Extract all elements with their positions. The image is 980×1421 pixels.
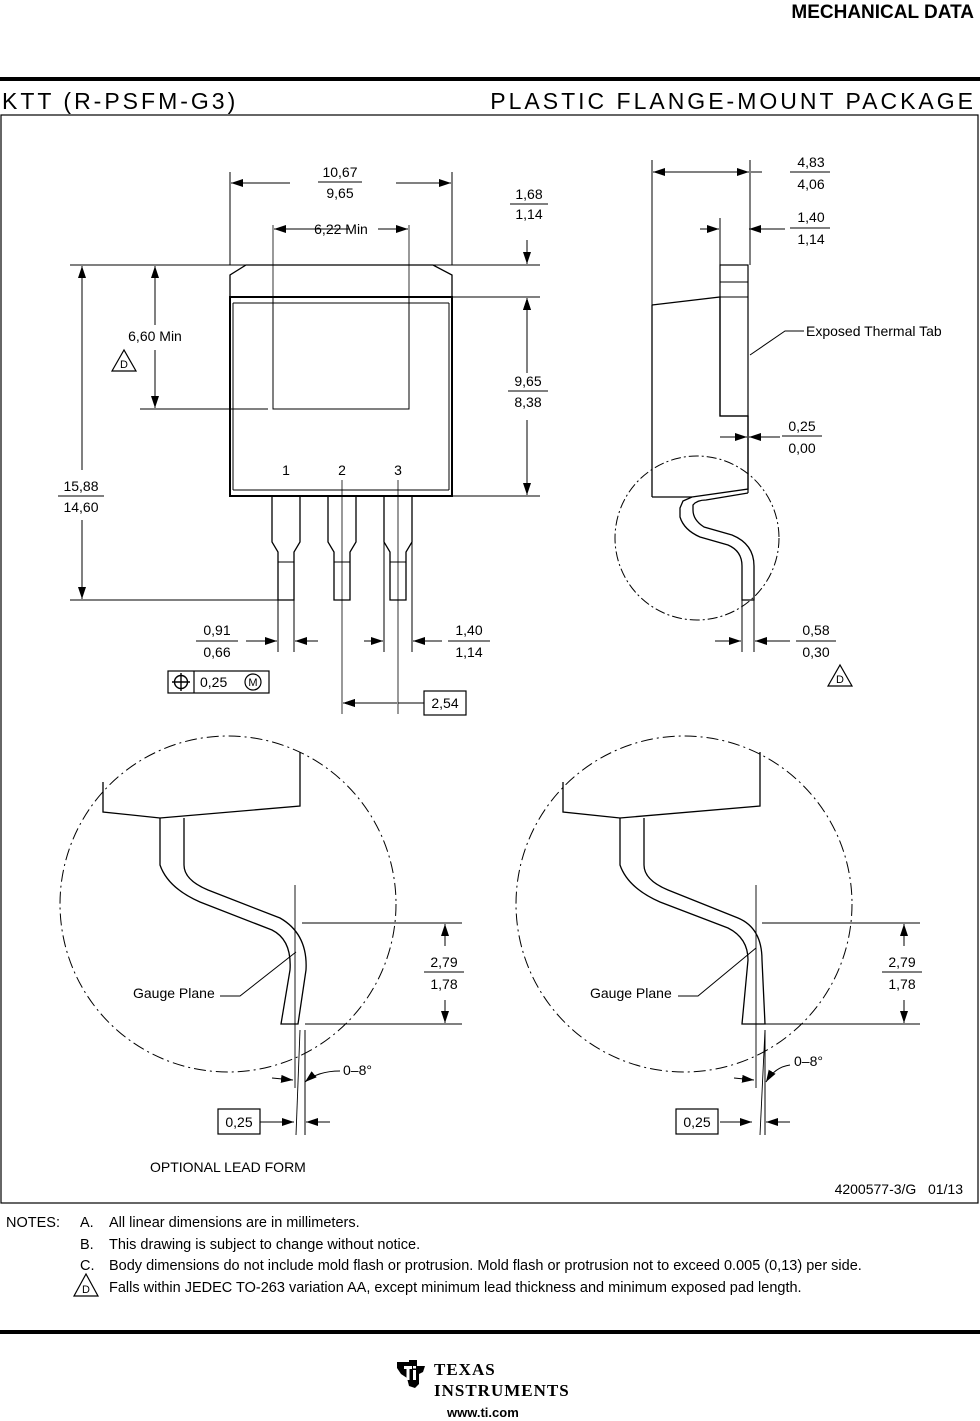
note-c-text: Body dimensions do not include mold flas… <box>109 1258 862 1274</box>
note-c-letter: C. <box>80 1258 95 1274</box>
dim-standoff-min: 0,00 <box>788 440 815 456</box>
dim-foot-max-right: 2,79 <box>888 954 915 970</box>
dim-body-width-max: 10,67 <box>322 164 357 180</box>
dim-total-height-min: 14,60 <box>63 499 98 515</box>
note-d-flag <box>110 348 138 372</box>
dim-angle-right: 0–8° <box>794 1053 823 1069</box>
dim-body-height-min: 8,38 <box>514 394 541 410</box>
dim-body-width-min: 9,65 <box>326 185 353 201</box>
drawing-number: 4200577-3/G 01/13 <box>835 1181 964 1197</box>
detail-left <box>59 735 397 1136</box>
lead-1 <box>271 496 301 601</box>
footer-url: www.ti.com <box>447 1405 519 1420</box>
note-b-text: This drawing is subject to change withou… <box>109 1236 421 1253</box>
note-a-letter: A. <box>80 1215 94 1231</box>
dim-gauge-left: 0,25 <box>225 1114 252 1130</box>
brand-line-1: TEXAS <box>434 1360 496 1379</box>
section-title: MECHANICAL DATA <box>791 2 974 23</box>
note-a-text: All linear dimensions are in millimeters… <box>109 1215 360 1231</box>
notes-heading: NOTES: <box>6 1215 60 1231</box>
label-gauge-plane-left: Gauge Plane <box>133 985 215 1001</box>
package-name: PLASTIC FLANGE-MOUNT PACKAGE <box>490 88 976 114</box>
dim-standoff-max: 0,25 <box>788 418 815 434</box>
tab-outline <box>229 264 453 297</box>
top-view <box>229 225 453 714</box>
brand-line-2: INSTRUMENTS <box>434 1381 570 1400</box>
note-d-letter-notes: D <box>82 1284 90 1296</box>
pitch-box <box>423 690 467 716</box>
dim-foot-max-left: 2,79 <box>430 954 457 970</box>
dim-foot-min-left: 1,78 <box>430 976 457 992</box>
dim-total-height-max: 15,88 <box>63 478 98 494</box>
pin-label-1: 1 <box>282 462 290 478</box>
top-rule <box>0 77 980 81</box>
dim-tol-modifier: M <box>248 677 257 689</box>
note-d-letter: D <box>120 359 128 371</box>
note-d-flag-notes <box>72 1272 100 1297</box>
dim-side-height-max: 4,83 <box>797 154 824 170</box>
pin-label-3: 3 <box>394 462 402 478</box>
note-d-flag-side <box>826 663 854 687</box>
gauge-box-right <box>675 1108 719 1135</box>
bottom-rule <box>0 1330 980 1334</box>
note-d-text: Falls within JEDEC TO-263 variation AA, … <box>109 1279 802 1296</box>
note-d-letter-side: D <box>836 674 844 686</box>
exposed-pad <box>272 296 410 410</box>
dim-angle-left: 0–8° <box>343 1062 372 1078</box>
dim-inner-width: 6,22 Min <box>314 221 368 237</box>
dim-tab-thick-max: 1,40 <box>797 209 824 225</box>
mmc-modifier-icon <box>244 673 262 691</box>
label-exposed-tab: Exposed Thermal Tab <box>806 323 942 339</box>
dim-tab-top-max: 1,68 <box>515 186 542 202</box>
dim-lead-width2-max: 1,40 <box>455 622 482 638</box>
tolerance-frame <box>167 670 270 694</box>
dim-pitch: 2,54 <box>431 695 458 711</box>
dim-position-tol: 0,25 <box>200 674 227 690</box>
dim-body-height-max: 9,65 <box>514 373 541 389</box>
dim-gauge-right: 0,25 <box>683 1114 710 1130</box>
drawing-frame <box>0 114 979 1204</box>
detail-circle-side <box>614 455 780 621</box>
package-code: KTT (R-PSFM-G3) <box>2 88 239 114</box>
label-gauge-plane-right: Gauge Plane <box>590 985 672 1001</box>
note-b-letter: B. <box>80 1236 94 1253</box>
dim-lead-width-max: 0,91 <box>203 622 230 638</box>
dim-tab-thick-min: 1,14 <box>797 231 824 247</box>
pin-label-2: 2 <box>338 462 346 478</box>
dim-tab-top-min: 1,14 <box>515 206 542 222</box>
gauge-box-left <box>217 1108 261 1135</box>
dim-lead-width2-min: 1,14 <box>455 644 482 660</box>
dim-side-height-min: 4,06 <box>797 176 824 192</box>
detail-right <box>515 735 853 1136</box>
dim-lead-width-min: 0,66 <box>203 644 230 660</box>
thermal-tab <box>719 264 749 417</box>
side-view <box>614 264 780 621</box>
dim-pad-height: 6,60 Min <box>128 328 182 344</box>
label-optional-lead-form: OPTIONAL LEAD FORM <box>150 1159 306 1175</box>
dim-lead-thick-min: 0,30 <box>802 644 829 660</box>
ti-logo-icon <box>397 1360 425 1388</box>
dim-foot-min-right: 1,78 <box>888 976 915 992</box>
dim-lead-thick-max: 0,58 <box>802 622 829 638</box>
